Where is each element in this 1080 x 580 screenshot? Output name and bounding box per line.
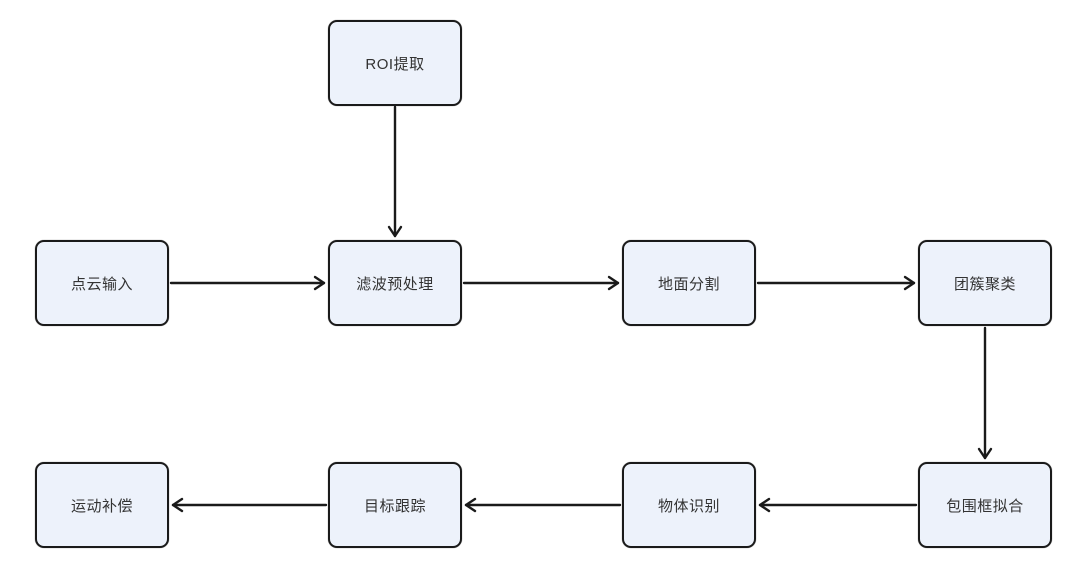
node-roi-extraction[interactable]: ROI提取	[328, 20, 462, 106]
node-bounding-box-fitting[interactable]: 包围框拟合	[918, 462, 1052, 548]
node-target-tracking[interactable]: 目标跟踪	[328, 462, 462, 548]
node-cluster-clustering[interactable]: 团簇聚类	[918, 240, 1052, 326]
node-ground-segmentation[interactable]: 地面分割	[622, 240, 756, 326]
node-filter-preprocess[interactable]: 滤波预处理	[328, 240, 462, 326]
node-point-cloud-input[interactable]: 点云输入	[35, 240, 169, 326]
node-object-recognition[interactable]: 物体识别	[622, 462, 756, 548]
node-motion-compensation[interactable]: 运动补偿	[35, 462, 169, 548]
